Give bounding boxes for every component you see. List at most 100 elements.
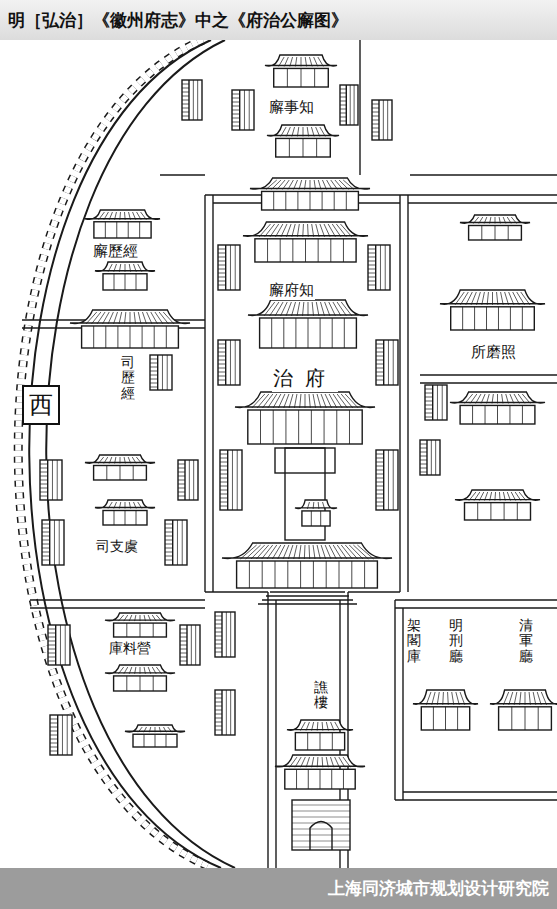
hall-building	[267, 125, 339, 157]
courtyard-wall	[407, 195, 408, 592]
hall-building	[275, 755, 365, 789]
courtyard-wall	[30, 599, 205, 600]
hall-building	[85, 210, 160, 238]
illustration	[18, 40, 557, 868]
hall-building	[265, 55, 337, 87]
courtyard-wall	[359, 40, 360, 175]
side-building	[340, 85, 358, 125]
building-name: 明刑廳	[448, 618, 464, 664]
courtyard-wall	[399, 195, 400, 592]
hall-building	[235, 392, 375, 444]
courtyard-wall	[348, 591, 400, 592]
title-bar: 明［弘治］《徽州府志》中之《府治公廨图》	[0, 0, 557, 40]
side-building	[372, 100, 392, 140]
side-building	[376, 340, 398, 385]
hall-building	[105, 613, 175, 637]
courtyard-wall	[204, 195, 205, 592]
hall-building	[455, 490, 540, 520]
step	[258, 603, 357, 604]
building-name: 廨事知	[268, 98, 315, 117]
courtyard-wall	[394, 600, 395, 800]
courtyard-wall	[205, 591, 268, 592]
courtyard-wall	[267, 592, 268, 868]
side-building	[150, 355, 172, 390]
courtyard-wall	[30, 607, 205, 608]
step	[270, 591, 345, 592]
battlements	[18, 40, 213, 868]
courtyard-wall	[395, 607, 557, 608]
hall-building	[222, 543, 392, 588]
side-building	[218, 245, 240, 290]
building-name: 廨歷經	[92, 242, 139, 261]
caption-bar: 上海同济城市规划设计研究院	[0, 868, 557, 909]
gate-marker-box: 西	[22, 385, 60, 425]
building-name: 所磨照	[470, 343, 517, 362]
hall-building	[70, 310, 190, 348]
side-building	[180, 625, 200, 665]
building-name: 架閣庫	[406, 618, 422, 664]
building-name: 司支虞	[95, 538, 139, 556]
caption: 上海同济城市规划设计研究院	[320, 877, 557, 900]
courtyard-wall	[408, 202, 557, 203]
hall-building	[490, 690, 557, 730]
step	[266, 595, 349, 596]
side-building	[420, 440, 440, 475]
courtyard-wall	[275, 600, 276, 868]
side-building	[182, 80, 202, 120]
side-building	[220, 450, 242, 510]
hall-building	[413, 690, 478, 730]
side-building	[215, 612, 235, 657]
building-name: 廨府知	[268, 281, 315, 300]
hall-building	[295, 500, 337, 526]
side-building	[376, 450, 398, 510]
side-building	[165, 520, 187, 565]
courtyard-wall	[160, 174, 205, 175]
side-building	[48, 625, 70, 665]
side-building	[42, 520, 64, 565]
side-building	[368, 245, 390, 290]
side-building	[50, 715, 72, 755]
courtyard-wall	[408, 194, 557, 195]
side-building	[178, 460, 198, 500]
hall-building	[85, 455, 155, 480]
hall-building	[243, 222, 368, 262]
hall-building	[450, 392, 545, 424]
side-building	[232, 90, 254, 130]
building-name: 治府	[272, 365, 338, 392]
gate-tower	[292, 800, 350, 850]
hall-building	[248, 300, 368, 348]
building-name: 庫料營	[108, 640, 152, 658]
courtyard-wall	[395, 799, 557, 800]
hall-building	[287, 720, 353, 750]
city-wall-outer	[29, 40, 221, 868]
hall-building	[95, 500, 155, 525]
side-building	[40, 460, 62, 500]
courtyard-wall	[212, 195, 213, 592]
hall-building	[440, 290, 545, 330]
courtyard-wall	[403, 791, 557, 792]
building-name: 司歷經	[120, 355, 136, 401]
building-name: 譙樓	[313, 680, 329, 711]
hall-building	[105, 665, 175, 691]
side-building	[218, 340, 240, 385]
terrace-head	[275, 448, 335, 473]
courtyard-wall	[410, 174, 557, 175]
courtyard-wall	[420, 374, 557, 375]
city-wall-inner	[46, 40, 235, 868]
side-building	[215, 690, 235, 735]
side-building	[425, 385, 447, 420]
hall-building	[125, 725, 185, 747]
step	[262, 599, 353, 600]
title: 明［弘治］《徽州府志》中之《府治公廨图》	[0, 9, 356, 32]
building-name: 清軍廳	[518, 618, 534, 664]
courtyard-wall	[402, 608, 403, 800]
hall-building	[250, 178, 370, 210]
hall-building	[95, 262, 155, 290]
battlements-fill	[18, 40, 213, 868]
hall-building	[460, 215, 530, 240]
courtyard-wall	[395, 599, 557, 600]
courtyard-wall	[420, 382, 557, 383]
